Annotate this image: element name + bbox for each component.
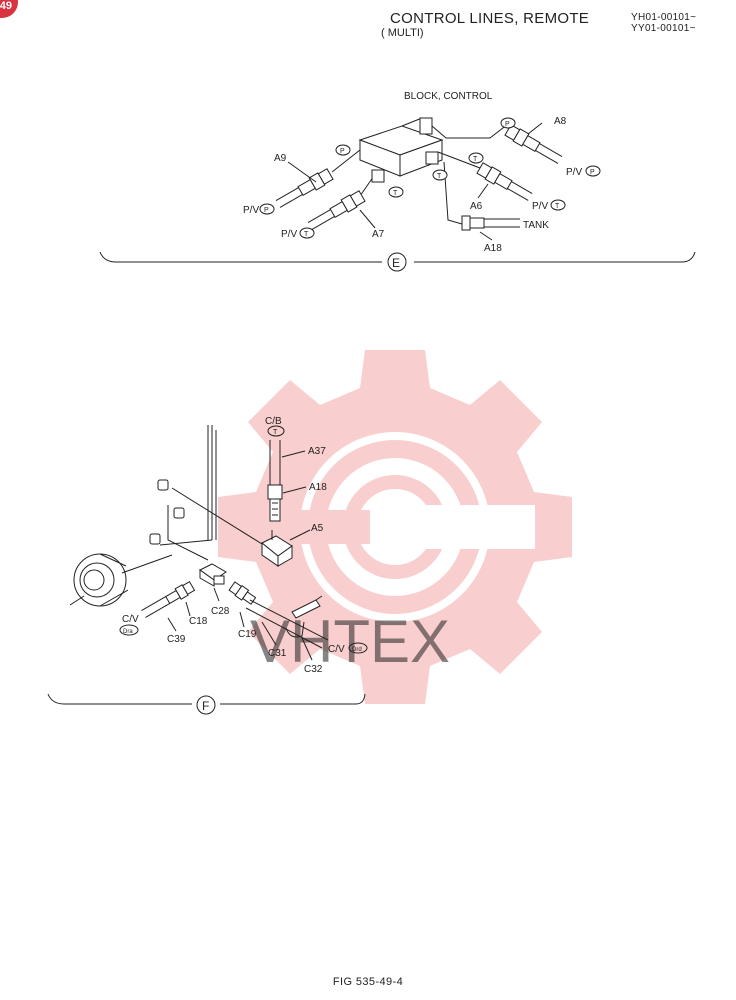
part-label-a5: A5	[311, 523, 324, 534]
part-label-c19: C19	[238, 629, 257, 640]
port-tag-t: T	[273, 429, 278, 436]
section-e-diagram	[99, 117, 696, 272]
part-label-a18-tank: A18	[484, 243, 502, 254]
port-tag-t: T	[555, 203, 560, 210]
part-label-c39: C39	[167, 634, 186, 645]
port-label-pv-t-left: P/V	[281, 229, 297, 240]
port-tag-p: P	[505, 121, 510, 128]
part-label-a18: A18	[309, 482, 327, 493]
part-label-c31: C31	[268, 648, 287, 659]
port-label-pv-left: P/V	[243, 205, 259, 216]
part-label-a7: A7	[372, 229, 385, 240]
port-tag-p: P	[590, 169, 595, 176]
watermark-text: VHTEX	[250, 608, 450, 675]
tank-label: TANK	[523, 220, 549, 231]
port-tag-p: P	[264, 207, 269, 214]
page-subtitle: ( MULTI)	[381, 27, 424, 39]
cv-label-left: C/V	[122, 614, 139, 625]
port-tag-drd: Drd	[352, 647, 362, 653]
part-label-a37: A37	[308, 446, 326, 457]
port-label-pv-right: P/V	[566, 167, 582, 178]
part-label-a9: A9	[274, 153, 287, 164]
port-tag-p: P	[340, 148, 345, 155]
part-label-c28: C28	[211, 606, 230, 617]
port-tag-t: T	[437, 173, 442, 180]
port-tag-t: T	[393, 190, 398, 197]
part-label-c32: C32	[304, 664, 323, 675]
control-block-label: BLOCK, CONTROL	[404, 91, 493, 102]
cv-label-right: C/V	[328, 644, 345, 655]
port-tag-t: T	[304, 231, 309, 238]
section-f-diagram	[47, 425, 366, 715]
part-label-c18: C18	[189, 616, 208, 627]
section-f-marker: F	[202, 699, 209, 713]
part-label-a6: A6	[470, 201, 483, 212]
port-tag-dra: Dra	[123, 629, 133, 635]
part-label-a8: A8	[554, 116, 567, 127]
watermark-gear-icon	[218, 350, 572, 704]
serial-number-range-1: YH01-00101~	[631, 12, 697, 23]
page-title: CONTROL LINES, REMOTE	[390, 10, 590, 27]
figure-caption: FIG 535-49-4	[332, 976, 404, 988]
cb-label: C/B	[265, 416, 282, 427]
serial-number-range-2: YY01-00101~	[631, 23, 696, 34]
section-e-marker: E	[392, 256, 400, 270]
port-tag-t: T	[473, 156, 478, 163]
port-label-pv-t-right: P/V	[532, 201, 548, 212]
